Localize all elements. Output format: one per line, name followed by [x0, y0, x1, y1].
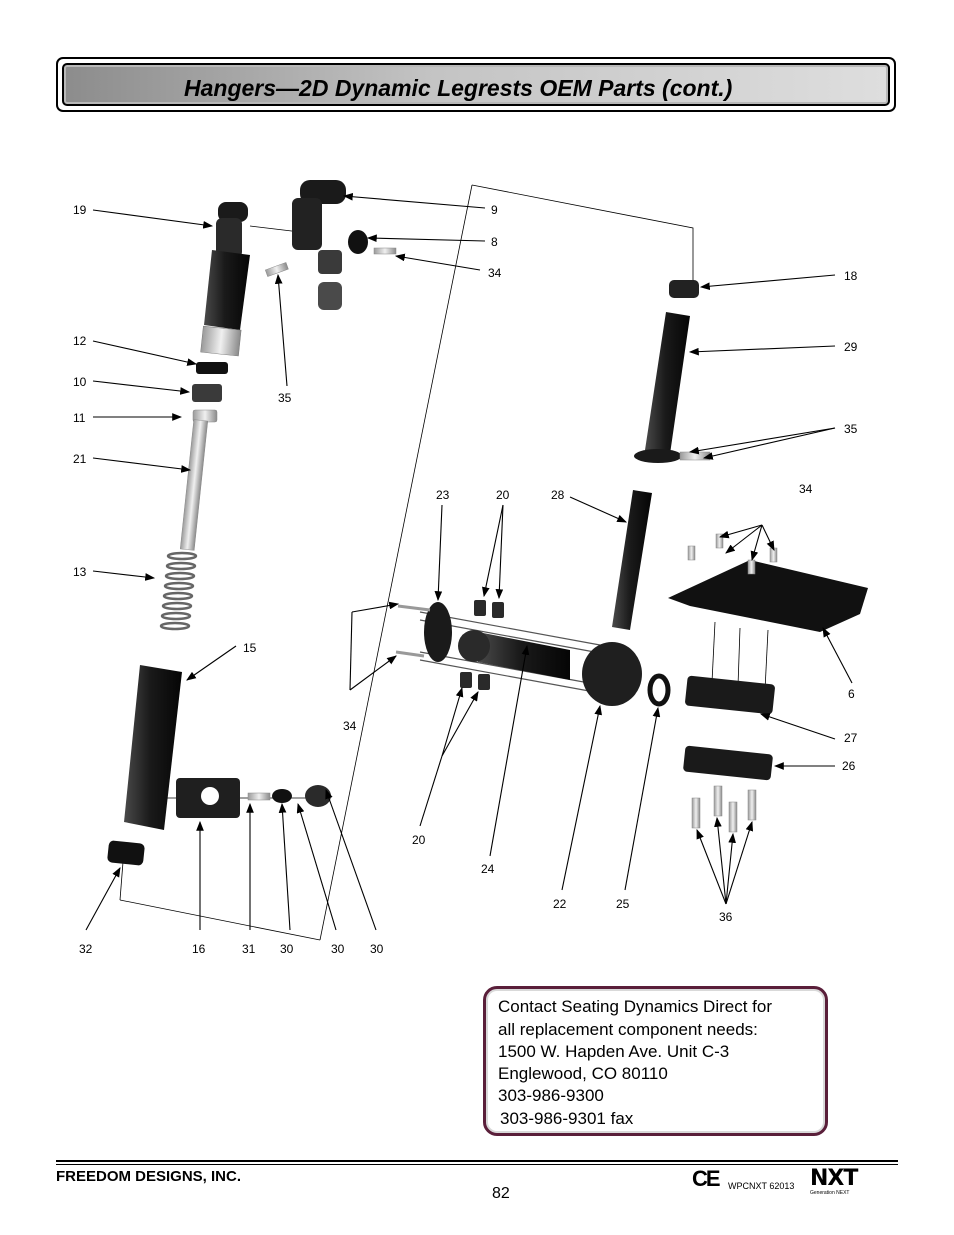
part-25-ring [647, 673, 671, 707]
callout-6: 6 [848, 687, 855, 701]
part-16-clamp [176, 778, 240, 818]
footer-rule [56, 1160, 898, 1162]
callout-30: 30 [280, 942, 294, 956]
callout-18: 18 [844, 269, 858, 283]
nxt-logo-text: NXT [810, 1166, 858, 1191]
ce-mark-icon: CE [692, 1166, 721, 1191]
callout-22: 22 [553, 897, 567, 911]
callout-35: 35 [278, 391, 292, 405]
part-18-cap [669, 280, 699, 298]
contact-address: 1500 W. Hapden Ave. Unit C-3 [498, 1042, 730, 1061]
callout-34: 34 [343, 719, 357, 733]
contact-fax: 303-986-9301 fax [500, 1109, 634, 1128]
part-27-mount [685, 675, 775, 715]
part-30-nut-small [272, 789, 292, 803]
company-name: FREEDOM DESIGNS, INC. [56, 1168, 242, 1185]
callout-30: 30 [370, 942, 384, 956]
part-35-screw-right [679, 451, 711, 461]
part-9-spacer [318, 250, 342, 274]
nxt-logo: NXT Generation NEXT [810, 1166, 858, 1197]
part-15-lower-tube [124, 665, 182, 830]
part-30-cap [305, 785, 331, 807]
contact-line: Contact Seating Dynamics Direct for [498, 997, 772, 1016]
part-23-disc [424, 602, 452, 662]
part-24-cylinder [478, 632, 570, 680]
contact-box: Contact Seating Dynamics Direct for all … [483, 986, 828, 1136]
page-title: Hangers—2D Dynamic Legrests OEM Parts (c… [184, 75, 733, 101]
title-bar: Hangers—2D Dynamic Legrests OEM Parts (c… [62, 63, 890, 106]
callout-27: 27 [844, 731, 858, 745]
callout-16: 16 [192, 942, 206, 956]
callout-31: 31 [242, 942, 256, 956]
callout-13: 13 [73, 565, 87, 579]
assembly-outline [119, 184, 769, 941]
contact-phone: 303-986-9300 [498, 1086, 604, 1105]
callout-21: 21 [73, 452, 87, 466]
part-13-spring [159, 551, 198, 631]
leader-lines [85, 192, 853, 931]
callout-12: 12 [73, 334, 87, 348]
part-34-screw-upper [373, 247, 397, 255]
document-code: WPCNXT 62013 [728, 1181, 795, 1191]
part-8-washer [348, 230, 368, 254]
callout-20: 20 [496, 488, 510, 502]
callout-32: 32 [79, 942, 93, 956]
part-31-screw [247, 792, 271, 801]
part-21-shaft [179, 419, 209, 551]
part-29-foot [634, 449, 682, 463]
callout-34: 34 [488, 266, 502, 280]
part-34-rods-left [395, 604, 431, 658]
callout-29: 29 [844, 340, 858, 354]
callout-25: 25 [616, 897, 630, 911]
callout-26: 26 [842, 759, 856, 773]
callout-15: 15 [243, 641, 257, 655]
callout-19: 19 [73, 203, 87, 217]
part-9-bracket [292, 180, 346, 250]
callout-9: 9 [491, 203, 498, 217]
callout-35: 35 [844, 422, 858, 436]
callout-11: 11 [73, 411, 86, 425]
part-24-hub [458, 630, 490, 662]
part-hanger-knurl [200, 325, 242, 357]
part-12-nut [196, 362, 228, 374]
part-35-screw-upper [264, 262, 289, 277]
part-hanger-tube [204, 250, 250, 330]
part-6-footplate [668, 560, 868, 632]
callout-28: 28 [551, 488, 565, 502]
part-20-bushings [460, 600, 504, 690]
part-9-cap [318, 282, 342, 310]
nxt-logo-subtext: Generation NEXT [810, 1190, 850, 1196]
part-19-hanger-top [216, 202, 248, 258]
part-10-bushing [192, 384, 222, 402]
page-number: 82 [492, 1185, 510, 1202]
contact-city: Englewood, CO 80110 [498, 1064, 668, 1083]
part-28-rod [612, 490, 652, 630]
part-29-tube [645, 312, 690, 454]
callout-8: 8 [491, 235, 498, 249]
part-32-knurled-nut [107, 840, 145, 866]
callout-23: 23 [436, 488, 450, 502]
callout-36: 36 [719, 910, 733, 924]
callout-10: 10 [73, 375, 87, 389]
callout-labels: 19 9 8 34 18 12 29 10 35 11 35 21 34 23 … [73, 203, 858, 956]
part-36-screws [691, 785, 757, 833]
title-frame: Hangers—2D Dynamic Legrests OEM Parts (c… [56, 57, 896, 112]
callout-30: 30 [331, 942, 345, 956]
callout-34: 34 [799, 482, 813, 496]
callout-20: 20 [412, 833, 426, 847]
part-22-housing [582, 642, 642, 706]
part-26-mount [683, 745, 773, 781]
contact-line: all replacement component needs: [498, 1020, 758, 1039]
callout-24: 24 [481, 862, 495, 876]
footer-rule [56, 1164, 898, 1165]
